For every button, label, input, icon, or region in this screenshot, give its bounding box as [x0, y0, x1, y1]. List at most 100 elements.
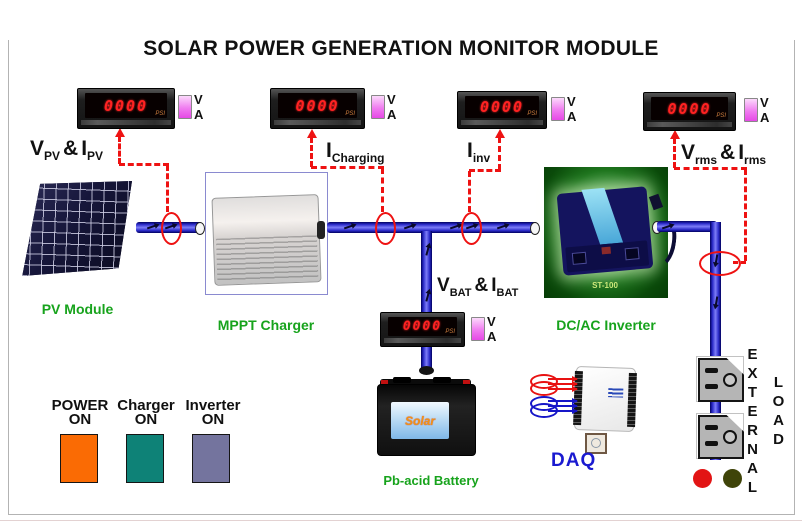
amp-label: A	[194, 107, 204, 122]
va-toggle-button	[471, 317, 485, 341]
meter-brand-label: PSI	[345, 111, 355, 117]
meter-battery: 0000 PSI	[380, 312, 465, 347]
meter-display: 0000	[388, 317, 457, 336]
label-vrms-irms: Vrms&Irms	[681, 141, 767, 168]
va-labels: V A	[487, 314, 496, 344]
meter-brand-label: PSI	[527, 111, 537, 117]
current-sensor-ring-charging	[375, 212, 396, 245]
pipe-end-cap	[530, 222, 540, 235]
legend-label-charger: Charger ON	[117, 397, 175, 428]
outlet-hole-icon	[723, 373, 737, 387]
meter-bezel	[81, 120, 171, 125]
inverter-front-panel	[564, 240, 650, 273]
meter-display: 0000	[85, 93, 167, 118]
battery-caption: Pb-acid Battery	[383, 473, 479, 488]
dashed-connector	[744, 169, 747, 261]
legend-swatch-inverter-on	[192, 434, 230, 483]
daq-logo-icon	[608, 388, 624, 398]
meter-brand-label: PSI	[445, 329, 455, 335]
va-labels: V A	[387, 92, 396, 122]
meter-display: 0000	[278, 93, 357, 118]
mppt-charger-image	[211, 194, 322, 286]
va-toggle-button	[371, 95, 385, 119]
page-title: SOLAR POWER GENERATION MONITOR MODULE	[143, 37, 659, 60]
outlet-face-icon	[698, 415, 744, 459]
external-load-text-load: LOAD	[770, 374, 787, 450]
dashed-connector	[166, 165, 169, 212]
outlet-face-icon	[698, 358, 744, 402]
amp-label: A	[567, 109, 577, 124]
amp-label: A	[387, 107, 397, 122]
arrow-up-icon	[670, 130, 680, 139]
dashed-connector	[498, 137, 501, 170]
blue-wire	[548, 400, 577, 402]
current-sensor-ring-inv	[461, 212, 482, 245]
battery-top	[380, 379, 471, 388]
usb-icon	[585, 433, 607, 454]
pipe-mppt-to-inverter	[327, 222, 538, 233]
dashed-connector	[310, 137, 313, 167]
outlet-hole-icon	[723, 430, 737, 444]
va-toggle-button	[178, 95, 192, 119]
red-indicator-dot	[693, 469, 712, 488]
meter-brand-label: PSI	[716, 113, 726, 119]
meter-bezel	[274, 120, 361, 125]
volt-label: V	[194, 92, 203, 107]
diagram-frame	[8, 40, 795, 515]
dashed-connector	[468, 171, 471, 212]
volt-label: V	[387, 92, 396, 107]
va-toggle-button	[551, 97, 565, 121]
legend-swatch-power-on	[60, 434, 98, 483]
red-wire	[548, 378, 577, 380]
meter-bezel	[461, 120, 543, 125]
blue-wire-arrow	[572, 398, 578, 404]
battery-label: Solar	[391, 402, 449, 439]
blue-wire	[548, 405, 577, 407]
outlet-slot-icon	[705, 425, 718, 430]
outlet-top	[696, 356, 744, 402]
pipe-end-cap	[419, 366, 434, 375]
outlet-slot-icon	[705, 441, 718, 446]
meter-inv: 0000 PSI	[457, 91, 547, 129]
label-vbat-ibat: VBAT&IBAT	[437, 275, 519, 299]
va-toggle-button	[744, 98, 758, 122]
meter-rms: 0000 PSI	[643, 92, 736, 131]
blue-wire-arrow	[572, 403, 578, 409]
label-icharging: ICharging	[326, 139, 385, 166]
red-wire-arrow	[572, 386, 578, 392]
va-labels: V A	[194, 92, 203, 122]
volt-label: V	[487, 314, 496, 329]
arrow-up-icon	[307, 129, 317, 138]
dashed-connector	[381, 168, 384, 212]
legend-swatch-charger-on	[126, 434, 164, 483]
daq-label: DAQ	[551, 450, 597, 471]
outlet-slot-icon	[705, 368, 718, 373]
va-labels: V A	[760, 95, 769, 125]
blue-wire-arrow	[572, 408, 578, 414]
amp-label: A	[760, 110, 770, 125]
pipe-end-cap	[195, 222, 205, 235]
arrow-up-icon	[495, 129, 505, 138]
meter-display: 0000	[465, 96, 539, 118]
arrow-up-icon	[115, 128, 125, 137]
inverter-caption: DC/AC Inverter	[556, 317, 656, 333]
red-wire	[548, 383, 577, 385]
meter-display: 0000	[651, 97, 728, 120]
battery-brand-text: Solar	[404, 413, 435, 428]
dashed-connector	[469, 169, 501, 172]
amp-label: A	[487, 329, 497, 344]
outlet-slot-icon	[705, 384, 718, 389]
meter-bezel	[384, 338, 461, 343]
meter-pv: 0000 PSI	[77, 88, 175, 129]
mppt-charger-connector	[317, 221, 325, 239]
pipe-down-to-outlets	[710, 222, 721, 460]
va-labels: V A	[567, 94, 576, 124]
red-wire-arrow	[572, 376, 578, 382]
inverter-socket-icon	[571, 251, 587, 265]
battery-terminal	[463, 380, 470, 386]
pv-module-caption: PV Module	[41, 301, 114, 317]
current-sensor-ring-pv	[161, 212, 182, 245]
legend-label-inverter: Inverter ON	[185, 397, 241, 428]
battery-cap	[393, 377, 411, 383]
